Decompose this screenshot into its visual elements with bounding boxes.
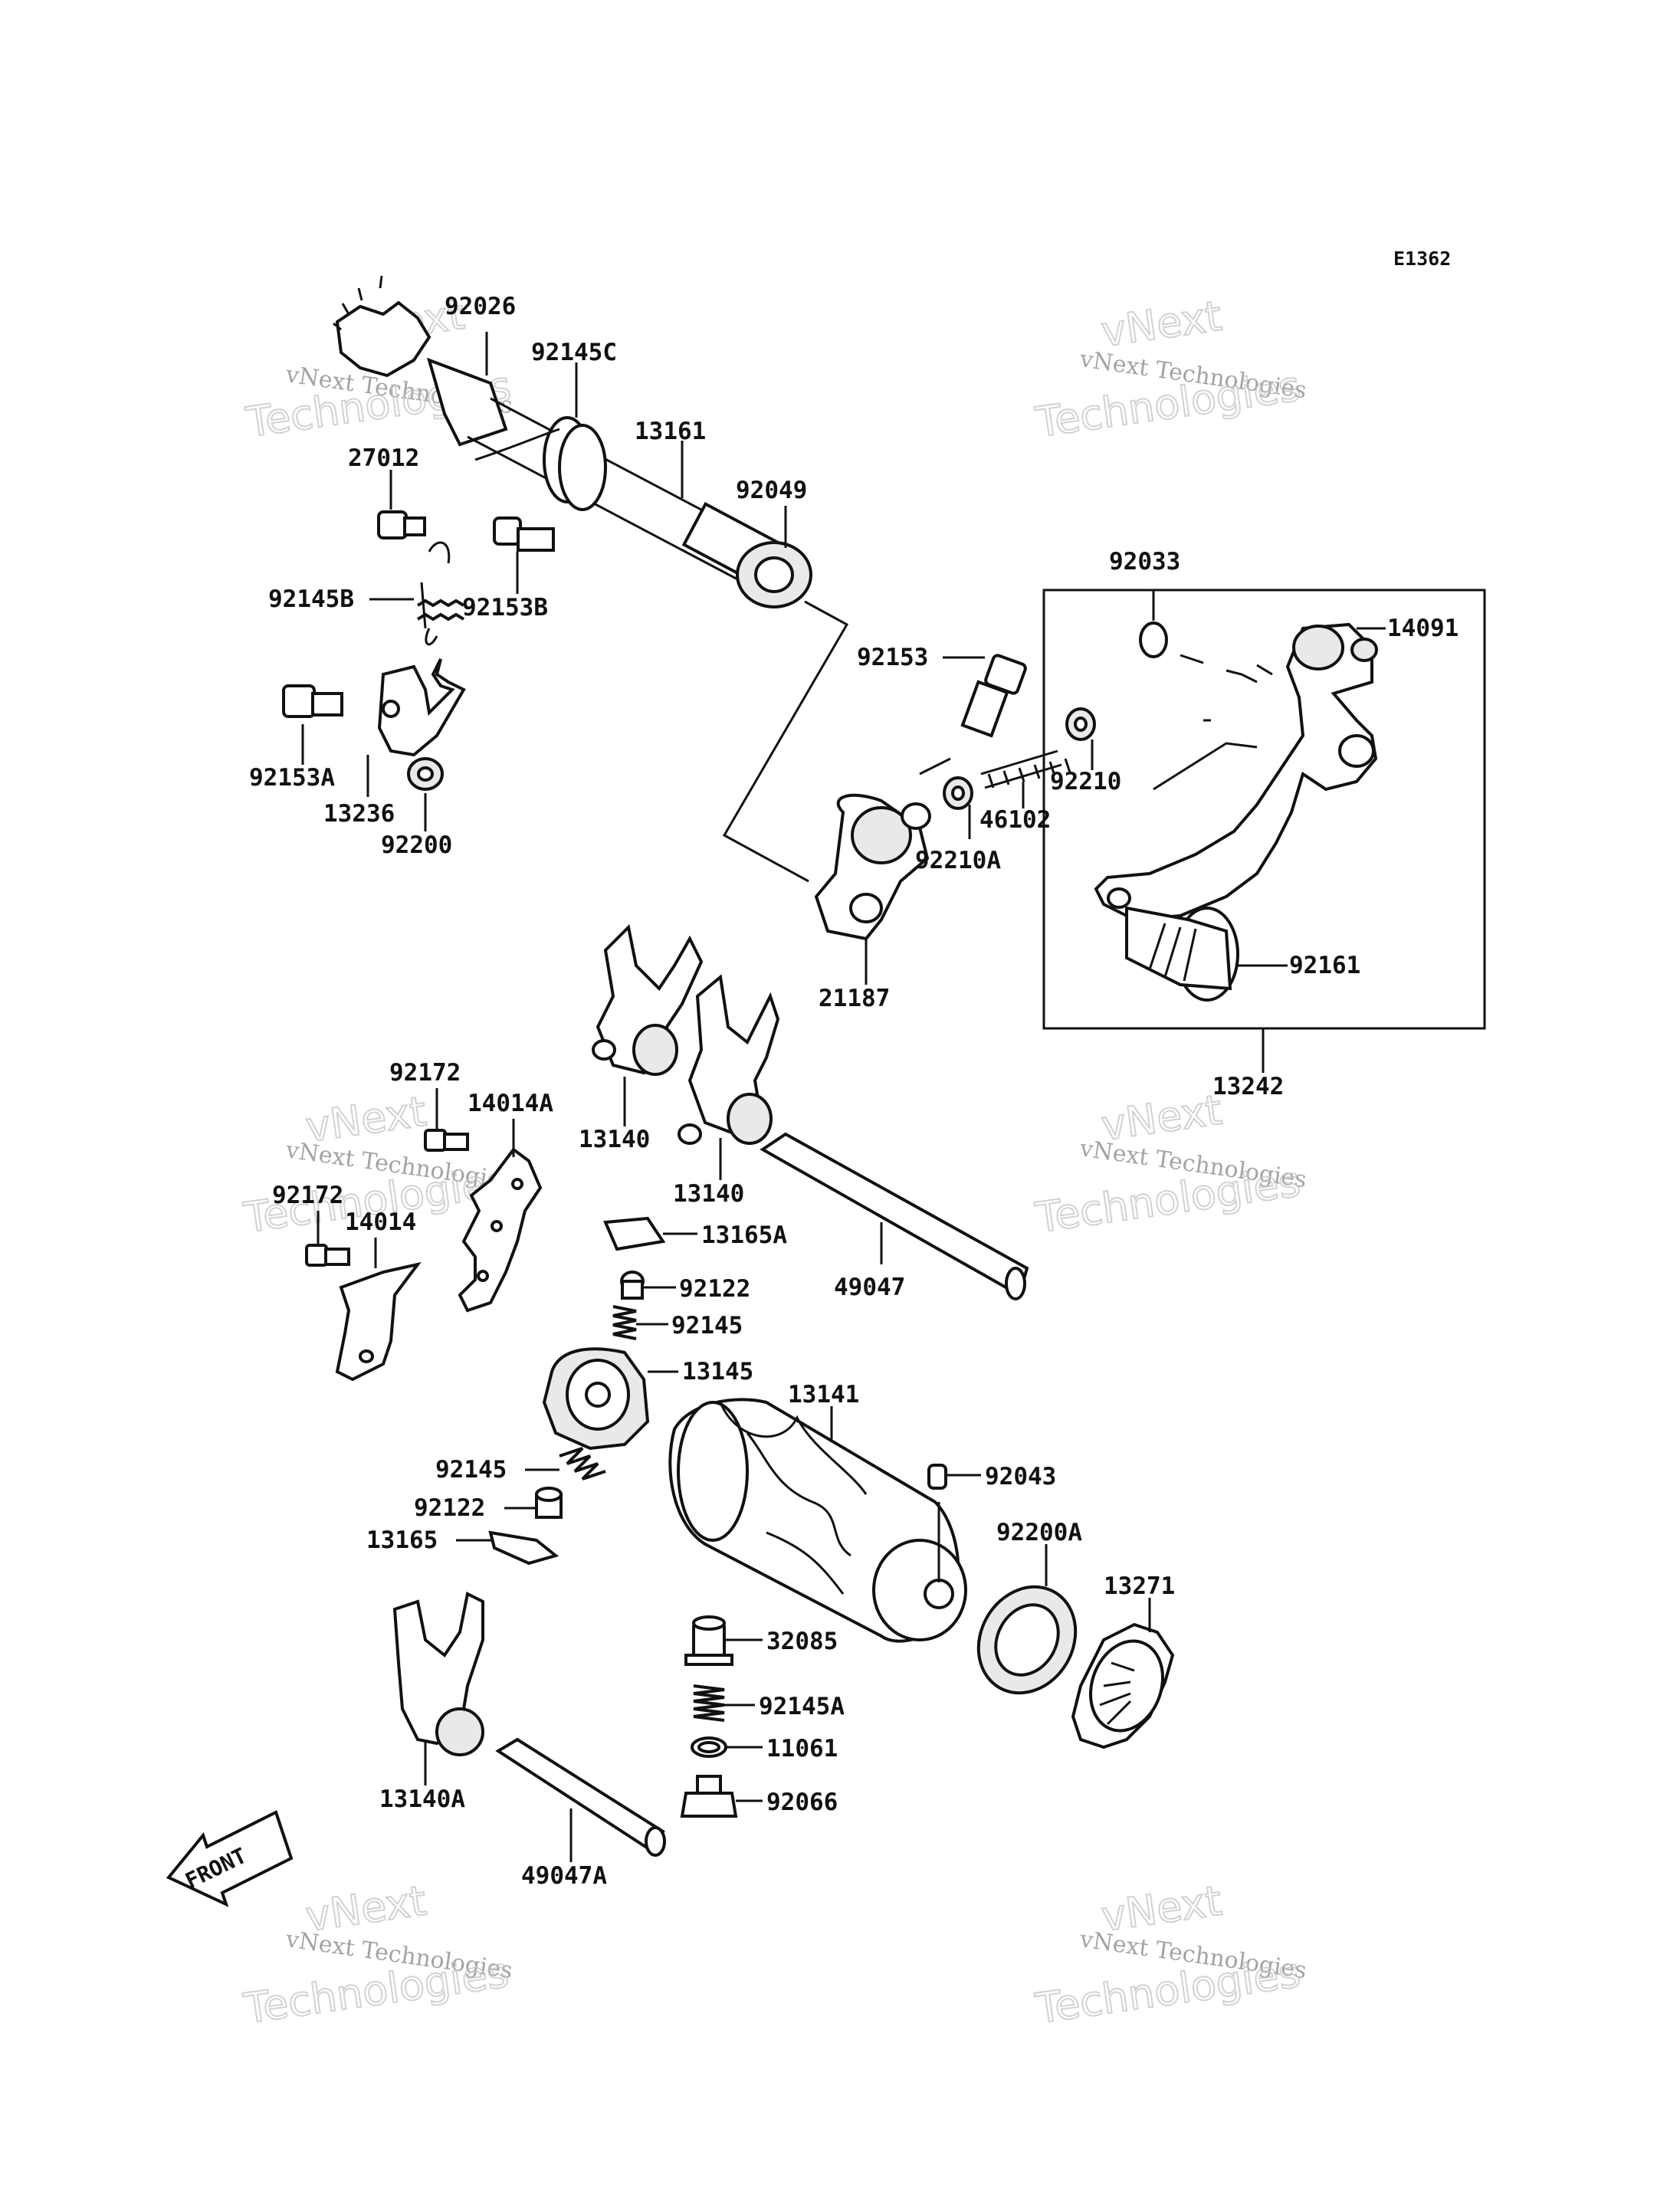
part-label-21187: 21187 [819, 985, 890, 1012]
part-label-13145: 13145 [682, 1358, 753, 1385]
part-label-49047: 49047 [834, 1274, 905, 1301]
small-bolts-drawing [377, 510, 555, 646]
part-label-13140-a: 13140 [579, 1126, 650, 1153]
detent-parts-drawing [488, 1447, 606, 1566]
part-label-92066: 92066 [766, 1789, 838, 1816]
part-label-92145-b: 92145 [435, 1456, 507, 1484]
part-label-92172-b: 92172 [272, 1182, 343, 1209]
part-label-13165a: 13165A [701, 1221, 787, 1249]
watermark-top-right: vNext Technologies vNext Technologies [1032, 291, 1308, 448]
shift-shaft-drawing [333, 275, 812, 608]
svg-text:vNext: vNext [1098, 1877, 1225, 1941]
watermark-bottom-left: vNext Technologies vNext Technologies [240, 1876, 514, 2034]
part-label-92210a: 92210A [915, 847, 1001, 874]
svg-text:vNext: vNext [1098, 292, 1225, 356]
part-label-92210: 92210 [1050, 768, 1121, 795]
part-label-92153b: 92153B [462, 594, 548, 621]
shift-drum-drawing [668, 1398, 967, 1643]
part-label-13242: 13242 [1212, 1073, 1284, 1100]
part-label-14014: 14014 [345, 1208, 416, 1236]
shaft-to-arm-connector [722, 600, 849, 883]
part-label-14014a: 14014A [468, 1090, 553, 1117]
part-label-92145a: 92145A [759, 1693, 845, 1720]
part-label-32085: 32085 [766, 1628, 838, 1655]
part-label-92145b: 92145B [268, 585, 354, 613]
part-label-49047a: 49047A [521, 1862, 607, 1890]
svg-text:vNext: vNext [303, 1087, 429, 1152]
part-label-13140a: 13140A [379, 1785, 465, 1813]
part-label-13236: 13236 [323, 800, 395, 828]
part-label-92200a: 92200A [996, 1519, 1082, 1546]
part-label-13140-b: 13140 [673, 1180, 744, 1208]
part-label-92122-a: 92122 [679, 1275, 750, 1303]
watermark-middle-right: vNext Technologies vNext Technologies [1032, 1085, 1308, 1243]
part-label-13141: 13141 [788, 1381, 859, 1408]
diagram-code: E1362 [1393, 248, 1451, 270]
shift-arm-drawing [814, 654, 1027, 941]
tie-rod-drawing [943, 707, 1096, 810]
svg-text:vNext: vNext [1098, 1086, 1225, 1150]
svg-text:vNext: vNext [303, 1877, 429, 1941]
part-label-92033: 92033 [1109, 548, 1180, 575]
drum-washer-cam-drawing [976, 1585, 1175, 1749]
part-label-46102: 46102 [979, 806, 1051, 834]
part-label-13165: 13165 [366, 1526, 438, 1554]
part-label-92026: 92026 [445, 293, 516, 320]
part-label-92153: 92153 [857, 644, 928, 671]
part-label-92200: 92200 [381, 831, 452, 859]
stopper-arm-drawing [282, 658, 466, 791]
part-labels: 92026 92145C 13161 92049 27012 92145B 92… [249, 293, 1459, 1890]
part-label-92049: 92049 [736, 477, 807, 504]
shift-forks-drawing [592, 923, 1029, 1300]
part-label-92153a: 92153A [249, 764, 335, 792]
part-label-92145c: 92145C [531, 339, 617, 366]
part-label-92043: 92043 [985, 1463, 1056, 1490]
part-label-92122-b: 92122 [414, 1494, 485, 1522]
shift-fork-a-drawing [392, 1592, 666, 1857]
part-label-92145-a: 92145 [671, 1312, 743, 1340]
part-label-92161: 92161 [1289, 952, 1360, 979]
part-label-11061: 11061 [766, 1735, 838, 1763]
arm-to-rod-connector [919, 757, 951, 776]
part-label-27012: 27012 [348, 444, 419, 472]
shift-pedal-drawing [1094, 621, 1378, 1002]
part-label-13271: 13271 [1104, 1572, 1175, 1600]
part-label-14091: 14091 [1387, 615, 1459, 642]
drum-detent-drawing [542, 1216, 666, 1451]
neutral-parts-drawing [680, 1615, 738, 1818]
part-label-13161: 13161 [635, 418, 706, 445]
watermark-bottom-right: vNext Technologies vNext Technologies [1032, 1876, 1308, 2034]
part-label-92172-a: 92172 [389, 1059, 461, 1087]
front-direction-arrow: FRONT [166, 1810, 294, 1907]
drum-plates-drawing [305, 1129, 543, 1382]
